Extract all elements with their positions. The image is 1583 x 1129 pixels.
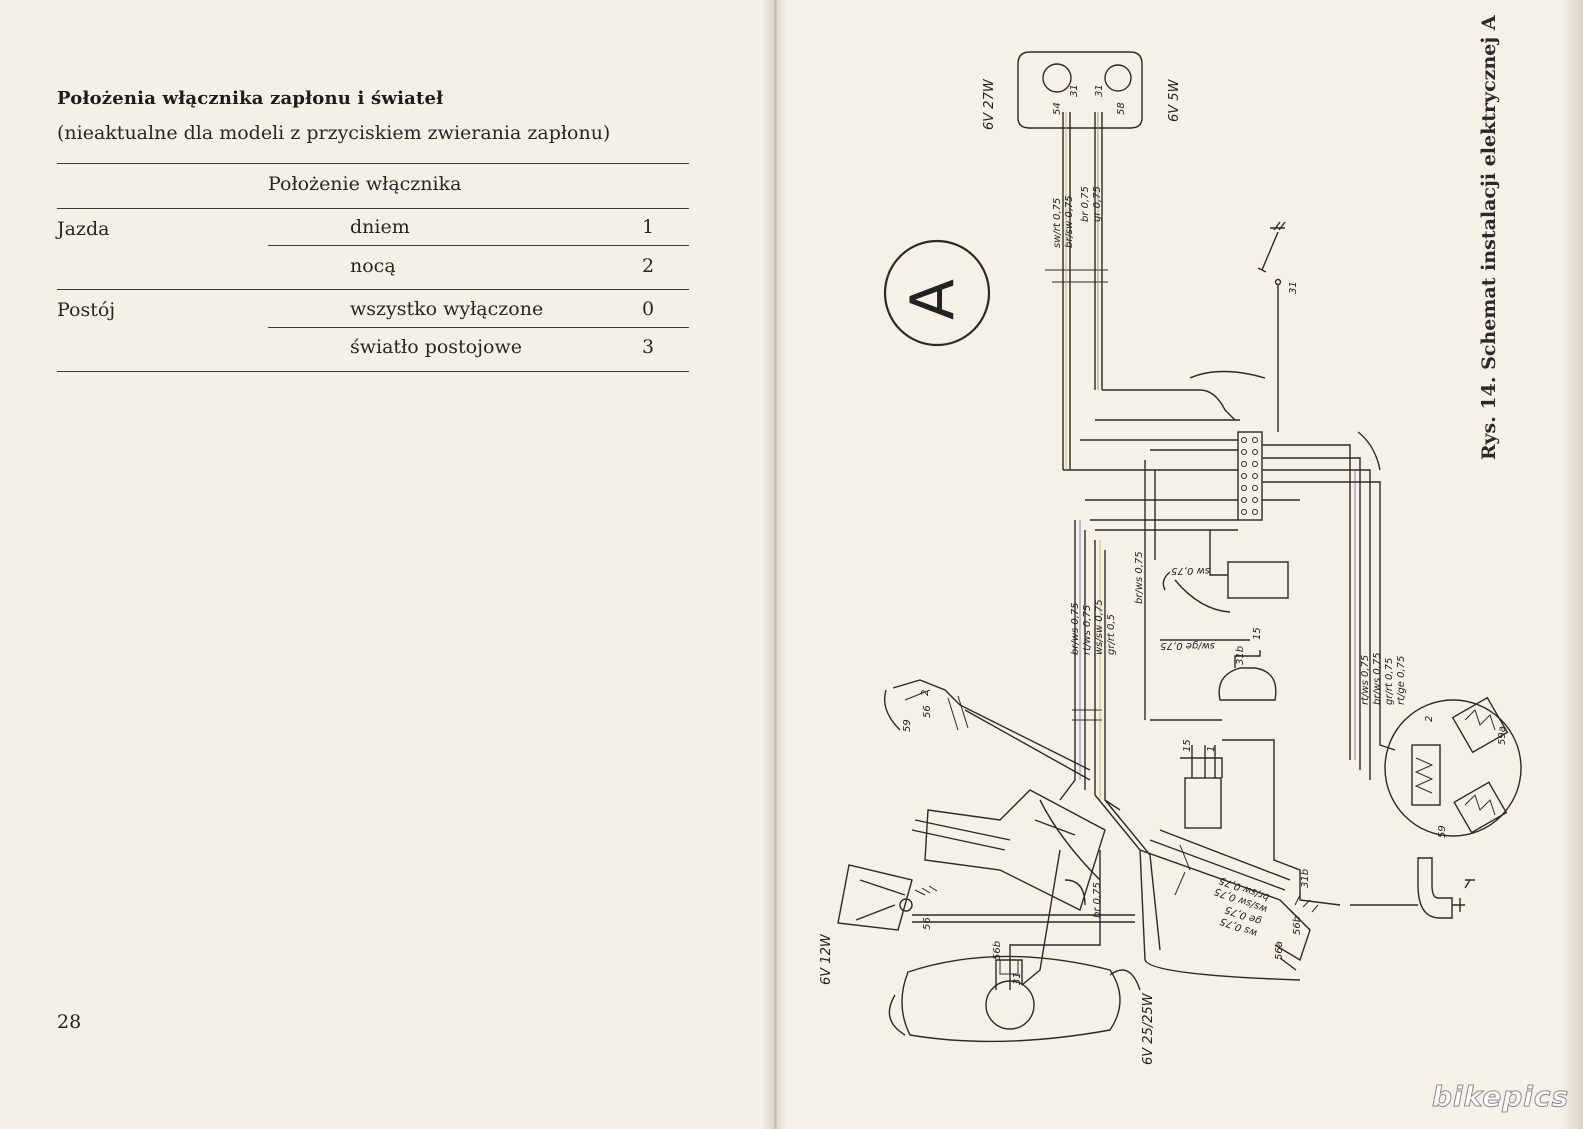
table-bottom-rule bbox=[57, 371, 689, 372]
ignition-coil bbox=[1184, 777, 1222, 829]
switch-terminal-56: 56 bbox=[922, 705, 933, 718]
label-bulb-left: 6V 27W bbox=[982, 78, 997, 130]
row-value: 3 bbox=[642, 336, 655, 358]
wire-label: gr/rt 0,5 bbox=[1106, 614, 1117, 655]
terminal-31b: 31b bbox=[1300, 869, 1311, 888]
wire-label: sw/rt 0,75 bbox=[1052, 198, 1063, 248]
wire-label: br/ws 0,75 bbox=[1134, 551, 1145, 604]
magneto-circle bbox=[1384, 699, 1522, 837]
magneto-terminal-2: 2 bbox=[1424, 716, 1435, 722]
left-page bbox=[0, 0, 775, 1129]
group-rule bbox=[57, 289, 689, 290]
spark-plug-icon bbox=[1417, 857, 1453, 919]
wiring-diagram: 6V 27W 6V 5W 54 31 31 58 sw/rt 0,75 br/s… bbox=[819, 51, 1522, 1065]
wire-label: br/ws 0,75 bbox=[1070, 602, 1081, 655]
horn-terminal-15: 15 bbox=[1252, 627, 1263, 640]
terminal-54: 54 bbox=[1052, 102, 1063, 115]
horn-icon bbox=[1218, 667, 1277, 701]
bulb-icon bbox=[1042, 63, 1072, 93]
headlight-body bbox=[901, 955, 1121, 1043]
wire-label: rt/ws 0,75 bbox=[1082, 605, 1093, 655]
row-rule bbox=[268, 327, 689, 328]
row-state: dniem bbox=[350, 216, 410, 238]
row-value: 0 bbox=[642, 298, 655, 320]
headlight-terminal-56b: 56b bbox=[992, 941, 1003, 960]
regulator-box bbox=[1227, 561, 1289, 599]
circle-a bbox=[883, 239, 991, 347]
wire-label: ws/sw 0,75 bbox=[1094, 599, 1105, 655]
row-rule bbox=[268, 245, 689, 246]
label-headlight: 6V 25/25W bbox=[1141, 992, 1156, 1065]
terminal-31: 31 bbox=[1094, 84, 1105, 97]
row-value: 1 bbox=[642, 216, 655, 238]
page-number: 28 bbox=[57, 1011, 82, 1033]
table-header-rule bbox=[57, 208, 689, 209]
switch-terminal-2: 2 bbox=[920, 690, 931, 696]
label-bulb-right: 6V 5W bbox=[1167, 78, 1182, 122]
wire-label: rt/ws 0,75 bbox=[1360, 655, 1371, 705]
section-subtitle: (nieaktualne dla modeli z przyciskiem zw… bbox=[57, 122, 611, 144]
wire-label: br/ws 0,75 bbox=[1372, 652, 1383, 705]
magneto-terminal-59a: 59a bbox=[1497, 726, 1508, 745]
wire-label: rt/ge 0,75 bbox=[1396, 656, 1407, 705]
wire-label: gr 0,75 bbox=[1092, 186, 1103, 222]
tail-lamp-housing bbox=[1017, 51, 1143, 129]
label-rear-bulb: 6V 12W bbox=[819, 933, 834, 985]
terminal-block bbox=[1237, 431, 1263, 521]
terminal-56: 56 bbox=[922, 917, 933, 930]
coil-terminal-1: 1 bbox=[1206, 746, 1217, 752]
row-state: światło postojowe bbox=[350, 336, 522, 358]
row-state: wszystko wyłączone bbox=[350, 298, 544, 320]
ground-terminal-31: 31 bbox=[1288, 281, 1299, 294]
bulb-icon bbox=[1104, 64, 1132, 92]
group-label-jazda: Jazda bbox=[57, 218, 110, 240]
switch-terminal-59: 59 bbox=[902, 719, 913, 732]
wire-label: br 0,75 bbox=[1080, 186, 1091, 222]
watermark-logo: bikepics bbox=[1431, 1080, 1570, 1114]
magneto-terminal-59: 59 bbox=[1437, 825, 1448, 838]
circle-letter: A bbox=[898, 279, 968, 320]
table-header: Położenie włącznika bbox=[268, 173, 462, 195]
coil-terminal-15: 15 bbox=[1182, 739, 1193, 752]
right-page bbox=[775, 0, 1583, 1129]
wire-label: br/sw 0,75 bbox=[1064, 195, 1075, 248]
bulb-icon bbox=[899, 898, 913, 912]
terminal-56a: 56a bbox=[1274, 941, 1285, 960]
figure-caption: Rys. 14. Schemat instalacji elektrycznej… bbox=[1478, 15, 1500, 460]
wire-label: sw/ge 0,75 bbox=[1160, 640, 1215, 651]
page-edge-shadow bbox=[1561, 0, 1583, 1129]
terminal-56b: 56b bbox=[1292, 916, 1303, 935]
section-title: Położenia włącznika zapłonu i świateł bbox=[57, 88, 444, 109]
row-value: 2 bbox=[642, 255, 655, 277]
wire-label: br 0,75 bbox=[1092, 882, 1103, 918]
group-label-postoj: Postój bbox=[57, 299, 116, 321]
row-state: nocą bbox=[350, 255, 396, 277]
wire-label: sw 0,75 bbox=[1171, 565, 1210, 576]
wire-label: gr/rt 0,75 bbox=[1384, 658, 1395, 705]
table-top-rule bbox=[57, 163, 689, 164]
book-gutter bbox=[762, 0, 788, 1129]
horn-terminal-31b: 31b bbox=[1235, 646, 1246, 665]
terminal-31: 31 bbox=[1069, 84, 1080, 97]
headlight-terminal-31: 31 bbox=[1012, 972, 1023, 985]
terminal-58: 58 bbox=[1116, 102, 1127, 115]
